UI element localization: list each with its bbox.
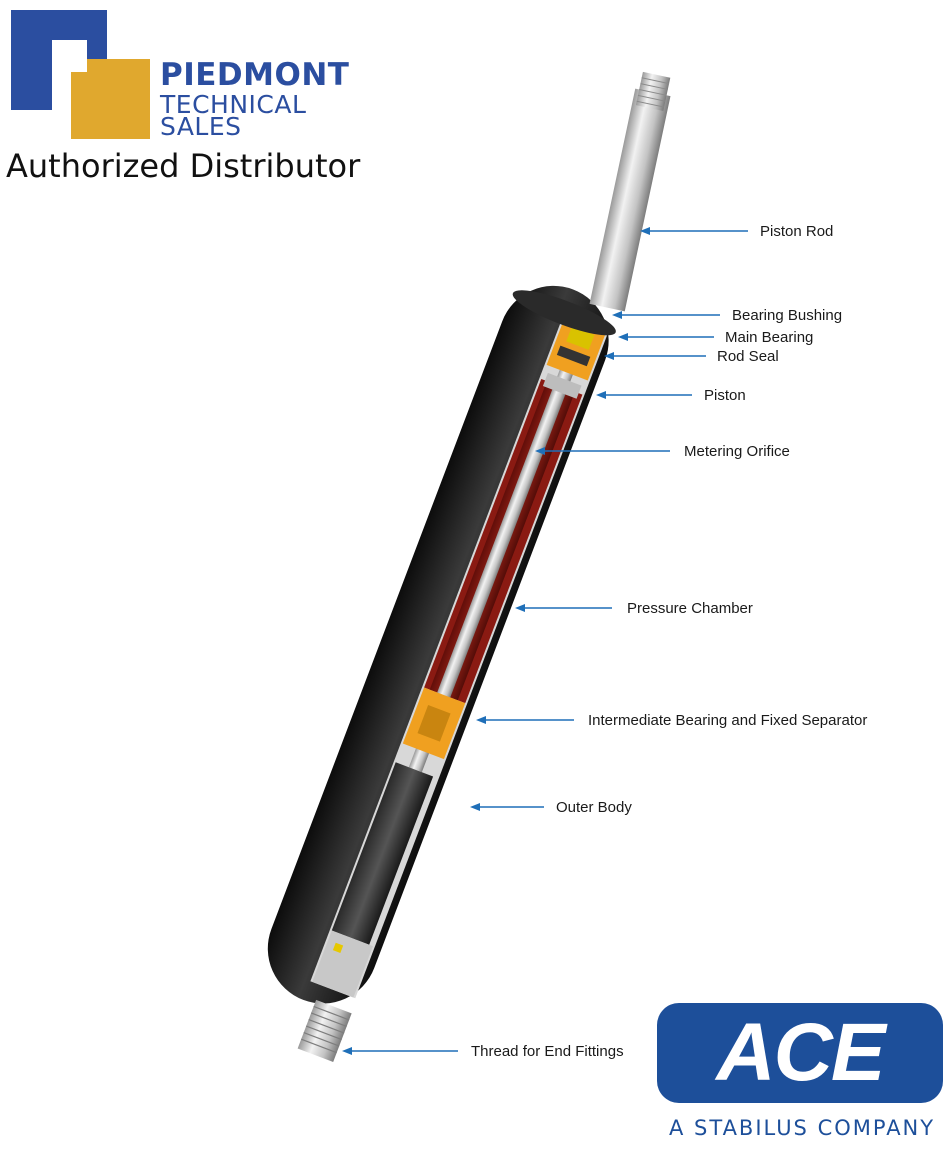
brand-name: PIEDMONT: [160, 57, 350, 93]
logo-p-stem-gap: [52, 72, 71, 110]
callout-arrowhead-rod-seal: [604, 352, 614, 360]
callout-label-outer-body: Outer Body: [556, 799, 632, 816]
callout-label-bearing-bushing: Bearing Bushing: [732, 307, 842, 324]
ace-wordmark: ACE: [716, 1007, 885, 1098]
piston-rod-thread-lines: [636, 77, 670, 108]
brand-subtitle-1: TECHNICAL: [160, 90, 307, 119]
end-cap-seal: [332, 942, 344, 954]
bottom-thread-lines: [300, 1005, 350, 1054]
bottom-thread: [297, 999, 352, 1062]
logo-gold-block: [71, 59, 150, 139]
callout-arrowhead-main-bearing: [618, 333, 628, 341]
callout-arrowhead-piston: [596, 391, 606, 399]
piston-part: [542, 372, 582, 399]
callout-arrowhead-pressure-chamber: [515, 604, 525, 612]
bottom-thread-stud: [297, 999, 352, 1062]
body-top-rim: [512, 290, 616, 336]
logo-p-counter: [52, 40, 87, 72]
callout-label-main-bearing: Main Bearing: [725, 329, 813, 346]
callout-label-rod-seal: Rod Seal: [717, 348, 779, 365]
ace-badge-background: [657, 1003, 943, 1103]
callout-label-intermediate-bearing: Intermediate Bearing and Fixed Separator: [588, 712, 867, 729]
piedmont-logo: PIEDMONT TECHNICAL SALES: [0, 0, 400, 200]
ace-logo: ACE A STABILUS COMPANY: [655, 1000, 945, 1145]
callout-label-metering-orifice: Metering Orifice: [684, 443, 790, 460]
callout-label-piston: Piston: [704, 387, 746, 404]
callout-arrowhead-thread-end-fittings: [342, 1047, 352, 1055]
outer-body: [267, 285, 616, 1004]
callout-label-pressure-chamber: Pressure Chamber: [627, 600, 753, 617]
callout-arrowhead-intermediate-bearing: [476, 716, 486, 724]
callout-arrowhead-piston-rod: [640, 227, 650, 235]
inner-piston-rod: [408, 355, 579, 773]
piedmont-p-logo-icon: [11, 10, 150, 139]
piston-rod-shaft: [589, 88, 671, 312]
separator-detail: [417, 705, 451, 742]
brand-subtitle-2: SALES: [160, 112, 242, 141]
ace-logo-badge: [657, 1003, 943, 1103]
callout-label-thread-end-fittings: Thread for End Fittings: [471, 1043, 624, 1060]
gas-chamber: [331, 762, 434, 945]
callout-arrowhead-metering-orifice: [535, 447, 545, 455]
ace-tagline: A STABILUS COMPANY: [669, 1116, 936, 1140]
callout-arrowhead-outer-body: [470, 803, 480, 811]
callout-arrowhead-bearing-bushing: [612, 311, 622, 319]
main-bearing-part: [556, 345, 591, 367]
distributor-tagline: Authorized Distributor: [6, 147, 361, 185]
callout-label-piston-rod: Piston Rod: [760, 223, 833, 240]
piston-rod: [589, 71, 671, 312]
end-cap: [312, 930, 373, 998]
